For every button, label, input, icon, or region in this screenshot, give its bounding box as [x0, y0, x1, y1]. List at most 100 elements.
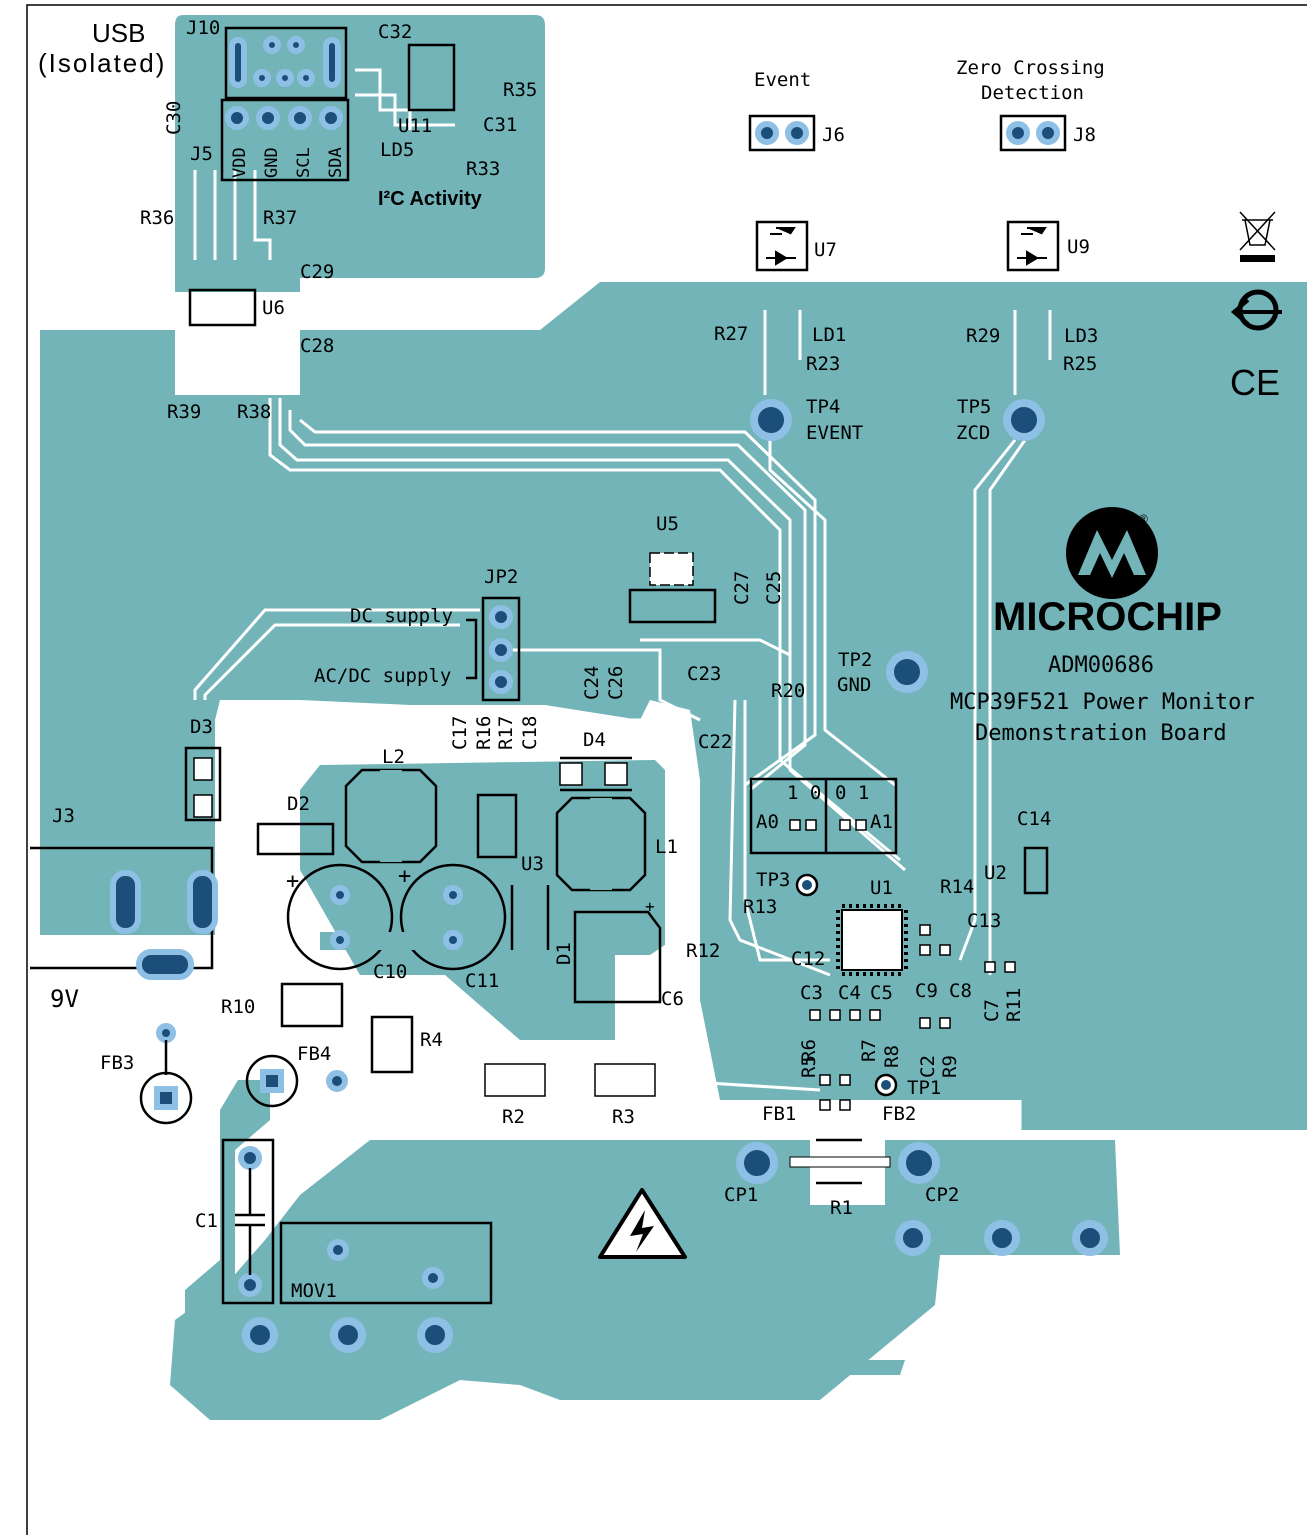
mov1-pin: [327, 1239, 349, 1261]
j5-pin-vdd: VDD: [230, 147, 250, 178]
cp2-pad: [898, 1142, 940, 1184]
address-jumper-a1-marks: 0 1: [835, 782, 869, 804]
high-voltage-warning-icon: [598, 1188, 687, 1259]
ac-input-section: R10 R4 FB3 FB4 R2 R3 FB1 FB2 R1 CP1 CP2: [100, 982, 1108, 1353]
mov1-outline: [279, 1221, 493, 1305]
j6-pin: [785, 121, 809, 145]
tp3-test-point-core: [802, 880, 812, 890]
c11-pad-copper: [400, 932, 480, 950]
designator-C27: C27: [731, 571, 753, 605]
j6-outline: [748, 114, 816, 152]
ac-terminal-pad: [895, 1220, 931, 1256]
c10-plus-mark: +: [286, 869, 299, 894]
designator-R25: R25: [1063, 353, 1097, 375]
tp2-test-point: [886, 651, 928, 693]
j10-outline: [224, 26, 348, 100]
u1-pins: [836, 904, 908, 976]
designator-TP5: TP5: [957, 396, 991, 418]
u9-optocoupler: [1006, 220, 1060, 272]
designator-R23: R23: [806, 353, 840, 375]
designator-C23: C23: [687, 663, 721, 685]
designator-R27: R27: [714, 323, 748, 345]
designator-CP1: CP1: [724, 1184, 758, 1206]
j3-pin: [110, 870, 141, 934]
designator-TP1: TP1: [907, 1077, 941, 1099]
designator-C7: C7: [981, 999, 1003, 1022]
designator-C14: C14: [1017, 808, 1051, 830]
designator-C5: C5: [870, 982, 893, 1004]
event-zcd-section: Event Zero Crossing Detection J6 J8 U7 U…: [714, 57, 1105, 444]
traces: [193, 68, 1052, 1130]
u5-outline: [628, 588, 717, 624]
jp2-outline: [481, 596, 521, 702]
j10-pin: [263, 36, 281, 54]
designator-U1: U1: [870, 877, 893, 899]
u3-outline: [476, 793, 518, 859]
designator-J5: J5: [190, 143, 213, 165]
designator-U2: U2: [984, 862, 1007, 884]
designator-C24: C24: [581, 666, 603, 700]
l1-pad: [590, 798, 612, 890]
fb3-outline: [139, 1071, 193, 1125]
capacitor-symbol-icon: [235, 1168, 265, 1275]
l2-inductor: [344, 768, 438, 864]
designator-C8: C8: [949, 980, 972, 1002]
designator-L1: L1: [655, 836, 678, 858]
smd-pads: [789, 819, 1016, 1111]
zcd-label-line2: Detection: [981, 82, 1084, 104]
j5-pin: [319, 106, 343, 130]
designator-R39: R39: [167, 401, 201, 423]
designator-C2: C2: [917, 1055, 939, 1078]
designator-R12: R12: [686, 940, 720, 962]
designator-D3: D3: [190, 716, 213, 738]
fb3-pin: [156, 1023, 176, 1043]
optocoupler-symbol-icon: [766, 227, 796, 266]
j10-pin: [287, 36, 305, 54]
designator-C13: C13: [967, 910, 1001, 932]
designator-TP4: TP4: [806, 396, 840, 418]
j5-pin: [256, 106, 280, 130]
designator-R1: R1: [830, 1197, 853, 1219]
ac-terminal-pad: [330, 1317, 366, 1353]
optocoupler-symbol-icon: [1017, 227, 1047, 266]
designator-LD1: LD1: [812, 324, 846, 346]
c11-pin: [443, 885, 463, 905]
j10-pin: [276, 69, 294, 87]
power-supply-section: U5 C27 C25 JP2 DC supply AC/DC supply C2…: [52, 513, 928, 1010]
designator-R36: R36: [140, 207, 174, 229]
designator-R9: R9: [939, 1055, 961, 1078]
d4-outline: [560, 756, 632, 792]
u6-outline: [188, 288, 257, 327]
j5-pin-sda: SDA: [326, 147, 346, 178]
designator-TP2: TP2: [838, 649, 872, 671]
designator-R4: R4: [420, 1029, 443, 1051]
usb-subtitle: (Isolated): [38, 48, 166, 78]
designator-C10: C10: [373, 961, 407, 983]
recycle-icon: [1230, 289, 1282, 331]
designator-FB4: FB4: [297, 1043, 331, 1065]
registered-mark: ®: [1139, 512, 1148, 526]
j3-power-jack: 9V: [30, 846, 218, 1013]
i2c-activity-label: I²C Activity: [378, 188, 483, 210]
fb4-pad: [260, 1069, 284, 1093]
designator-C25: C25: [763, 571, 785, 605]
designator-R38: R38: [237, 401, 271, 423]
fb3-pad: [154, 1086, 178, 1110]
designator-LD3: LD3: [1064, 325, 1098, 347]
d3-pad: [193, 794, 213, 818]
c11-pin: [443, 930, 463, 950]
microchip-logo-icon: [1066, 507, 1158, 599]
designator-D2: D2: [287, 793, 310, 815]
mov1-pin: [422, 1267, 444, 1289]
designator-R7: R7: [858, 1039, 880, 1062]
designator-CP2: CP2: [925, 1184, 959, 1206]
designator-R14: R14: [940, 876, 974, 898]
j5-pin-gnd: GND: [262, 147, 282, 178]
designator-D1: D1: [553, 942, 575, 965]
regulatory-icons: CE: [1230, 211, 1282, 403]
j10-shield-pad: [229, 37, 247, 88]
j5-pin-scl: SCL: [294, 147, 314, 178]
fb4-pin: [326, 1070, 348, 1092]
c10-pin: [330, 930, 350, 950]
designator-C6: C6: [661, 988, 684, 1010]
